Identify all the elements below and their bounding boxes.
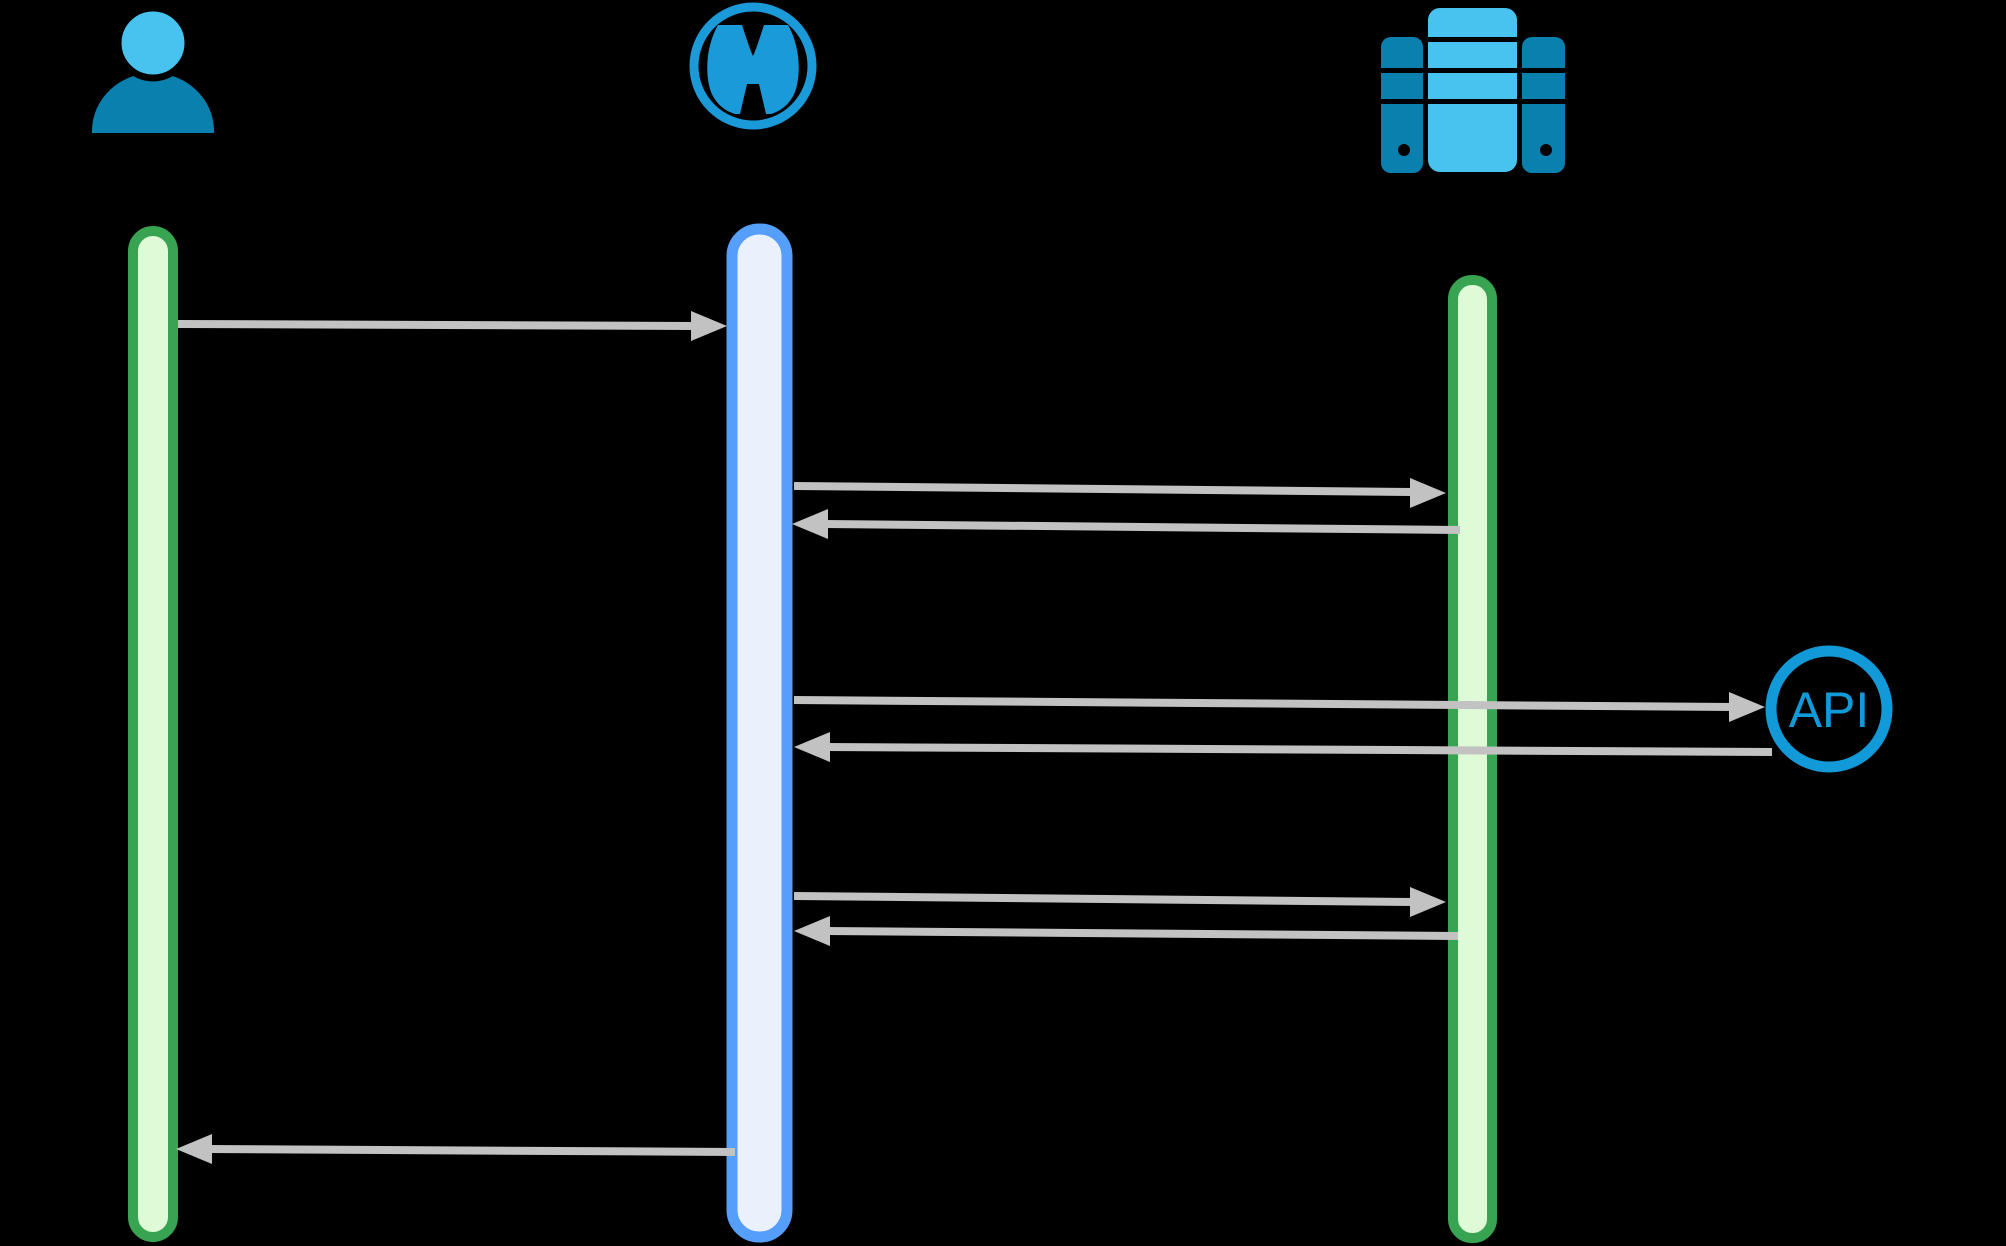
arrow-backend-to-mule-2 [794,916,1459,946]
arrowhead-right-icon [1729,692,1765,722]
server-icon-divider [1381,99,1565,104]
server-icon-divider [1381,68,1565,73]
api-node: API [1765,645,1893,773]
mulesoft-m-glyph [707,25,799,114]
server-icon-led-dot [1540,144,1552,156]
user-icon [92,73,214,133]
user-activation-bar [128,226,178,1242]
arrow-mule-to-user [176,1134,736,1164]
mulesoft-logo-icon [689,2,817,130]
api-circle [1765,645,1893,773]
arrow-mule-to-backend-1 [793,478,1446,508]
server-icon-center-tower [1428,8,1517,172]
server-icon-led-dot [1398,144,1410,156]
arrow-user-to-mule [177,311,727,341]
arrow-mule-to-backend-2 [793,887,1446,917]
server-icon-divider [1428,37,1517,42]
arrowhead-right-icon [691,311,727,341]
arrow-backend-to-mule-1 [792,509,1461,539]
arrowhead-left-icon [792,509,828,539]
arrowhead-left-icon [794,916,830,946]
arrowhead-left-icon [176,1134,212,1164]
arrowhead-right-icon [1410,478,1446,508]
backend-activation-bar [1448,275,1497,1243]
arrowhead-left-icon [794,732,830,762]
arrowhead-right-icon [1410,887,1446,917]
user-icon-head [114,4,192,82]
user-actor [92,4,214,133]
mule-activation-bar [726,223,793,1243]
mulesoft-actor [689,2,817,130]
backend-actor [1381,8,1565,173]
api-label: API [1789,682,1870,738]
arrow-api-to-mule [794,732,1773,762]
arrow-mule-to-api [793,692,1765,722]
